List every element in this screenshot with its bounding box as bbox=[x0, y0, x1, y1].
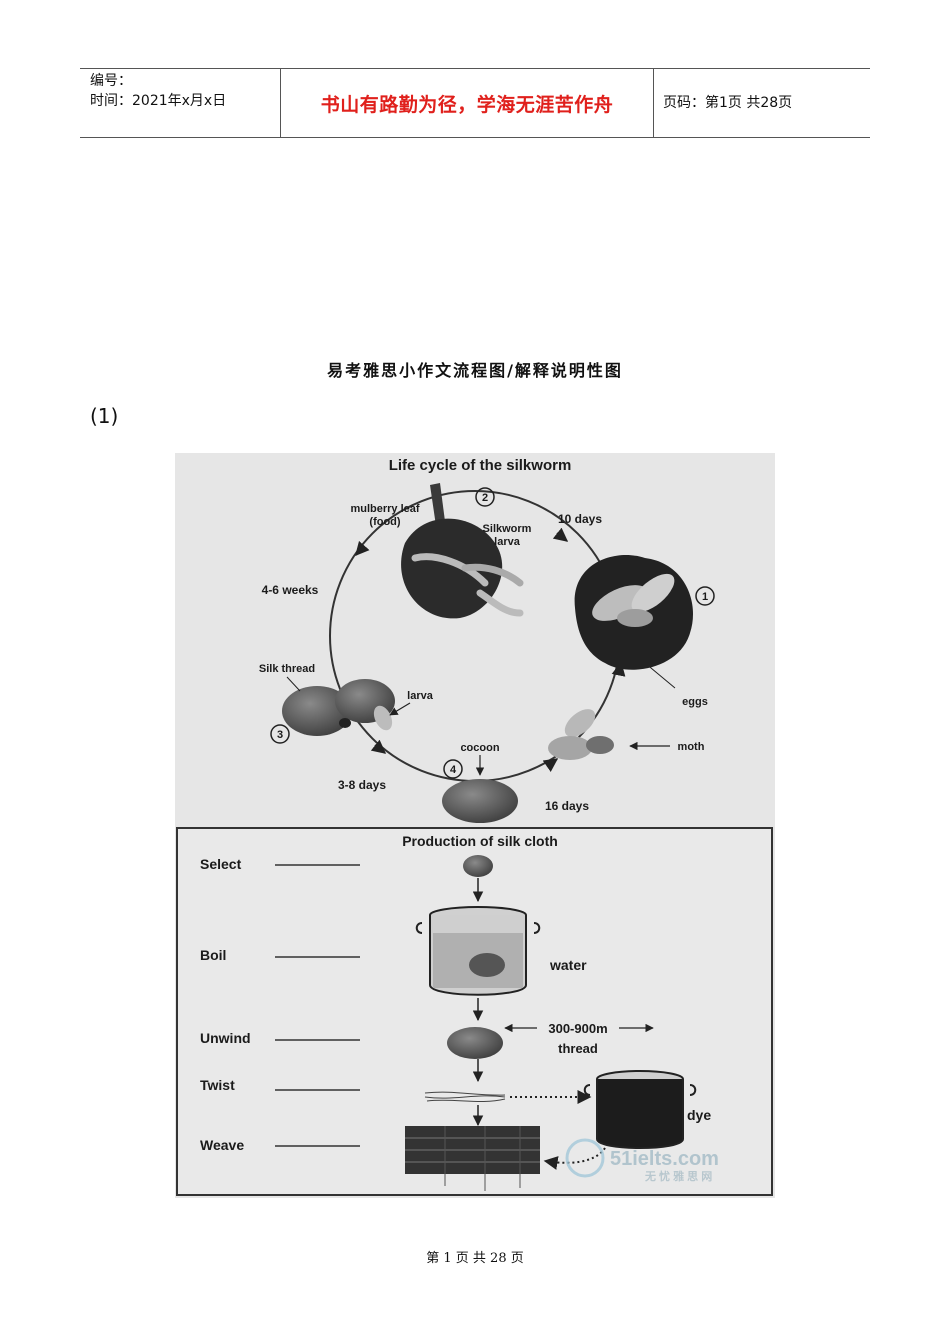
unwind-cocoon bbox=[447, 1027, 503, 1059]
silk-thread-label: Silk thread bbox=[259, 663, 315, 675]
cocoon-label: cocoon bbox=[460, 742, 499, 754]
watermark-subtext: 无 忧 雅 思 网 bbox=[644, 1169, 712, 1183]
eggs-label: eggs bbox=[682, 696, 708, 708]
step-unwind: Unwind bbox=[200, 1030, 251, 1046]
boiling-pot-illustration bbox=[417, 907, 540, 995]
thread-label: thread bbox=[558, 1041, 598, 1056]
larva-label: larva bbox=[407, 690, 434, 702]
section-number: (1) bbox=[90, 404, 118, 428]
header-motto-cell: 书山有路勤为径，学海无涯苦作舟 bbox=[280, 69, 654, 137]
document-title: 易考雅思小作文流程图/解释说明性图 bbox=[0, 357, 950, 381]
header-meta-cell: 编号： 时间：2021年x月x日 bbox=[80, 69, 280, 137]
three-eight-days-label: 3-8 days bbox=[338, 778, 386, 792]
motto-text: 书山有路勤为径，学海无涯苦作舟 bbox=[321, 90, 614, 117]
ten-days-label: 10 days bbox=[558, 512, 602, 526]
cocoon-illustration bbox=[442, 779, 518, 823]
selected-cocoon bbox=[463, 855, 493, 877]
lifecycle-title: Life cycle of the silkworm bbox=[389, 457, 572, 474]
silkworm-label: Silkworm bbox=[483, 523, 532, 535]
silkworm-larva-label: larva bbox=[494, 536, 521, 548]
page-footer: 第 1 页 共 28 页 bbox=[0, 1247, 950, 1266]
stage-3-number: 3 bbox=[277, 729, 283, 741]
sixteen-days-label: 16 days bbox=[545, 799, 589, 813]
production-title: Production of silk cloth bbox=[402, 833, 558, 849]
stage-1-number: 1 bbox=[702, 591, 708, 603]
moth-leaf-illustration bbox=[575, 555, 693, 670]
four-six-weeks-label: 4-6 weeks bbox=[262, 583, 319, 597]
stage-4-number: 4 bbox=[450, 764, 457, 776]
food-label: (food) bbox=[369, 516, 400, 528]
watermark-text: 51ielts.com bbox=[610, 1148, 719, 1170]
document-header: 编号： 时间：2021年x月x日 书山有路勤为径，学海无涯苦作舟 页码：第1页 … bbox=[80, 68, 870, 138]
stage-2-number: 2 bbox=[482, 492, 488, 504]
page-info: 页码：第1页 共28页 bbox=[663, 93, 792, 113]
header-page-cell: 页码：第1页 共28页 bbox=[653, 69, 870, 137]
silkworm-figure: Life cycle of the silkworm 2 mulberry le… bbox=[175, 453, 775, 1198]
dye-label: dye bbox=[687, 1107, 711, 1123]
step-weave: Weave bbox=[200, 1137, 244, 1153]
step-boil: Boil bbox=[200, 947, 226, 963]
moth-label: moth bbox=[678, 741, 705, 753]
mulberry-leaf-label: mulberry leaf bbox=[350, 503, 419, 515]
dye-pot-illustration bbox=[585, 1071, 696, 1148]
step-select: Select bbox=[200, 856, 242, 872]
water-label: water bbox=[549, 957, 587, 973]
serial-label: 编号： bbox=[90, 71, 280, 91]
step-twist: Twist bbox=[200, 1077, 235, 1093]
thread-length-label: 300-900m bbox=[548, 1021, 607, 1036]
time-label: 时间：2021年x月x日 bbox=[90, 91, 280, 111]
